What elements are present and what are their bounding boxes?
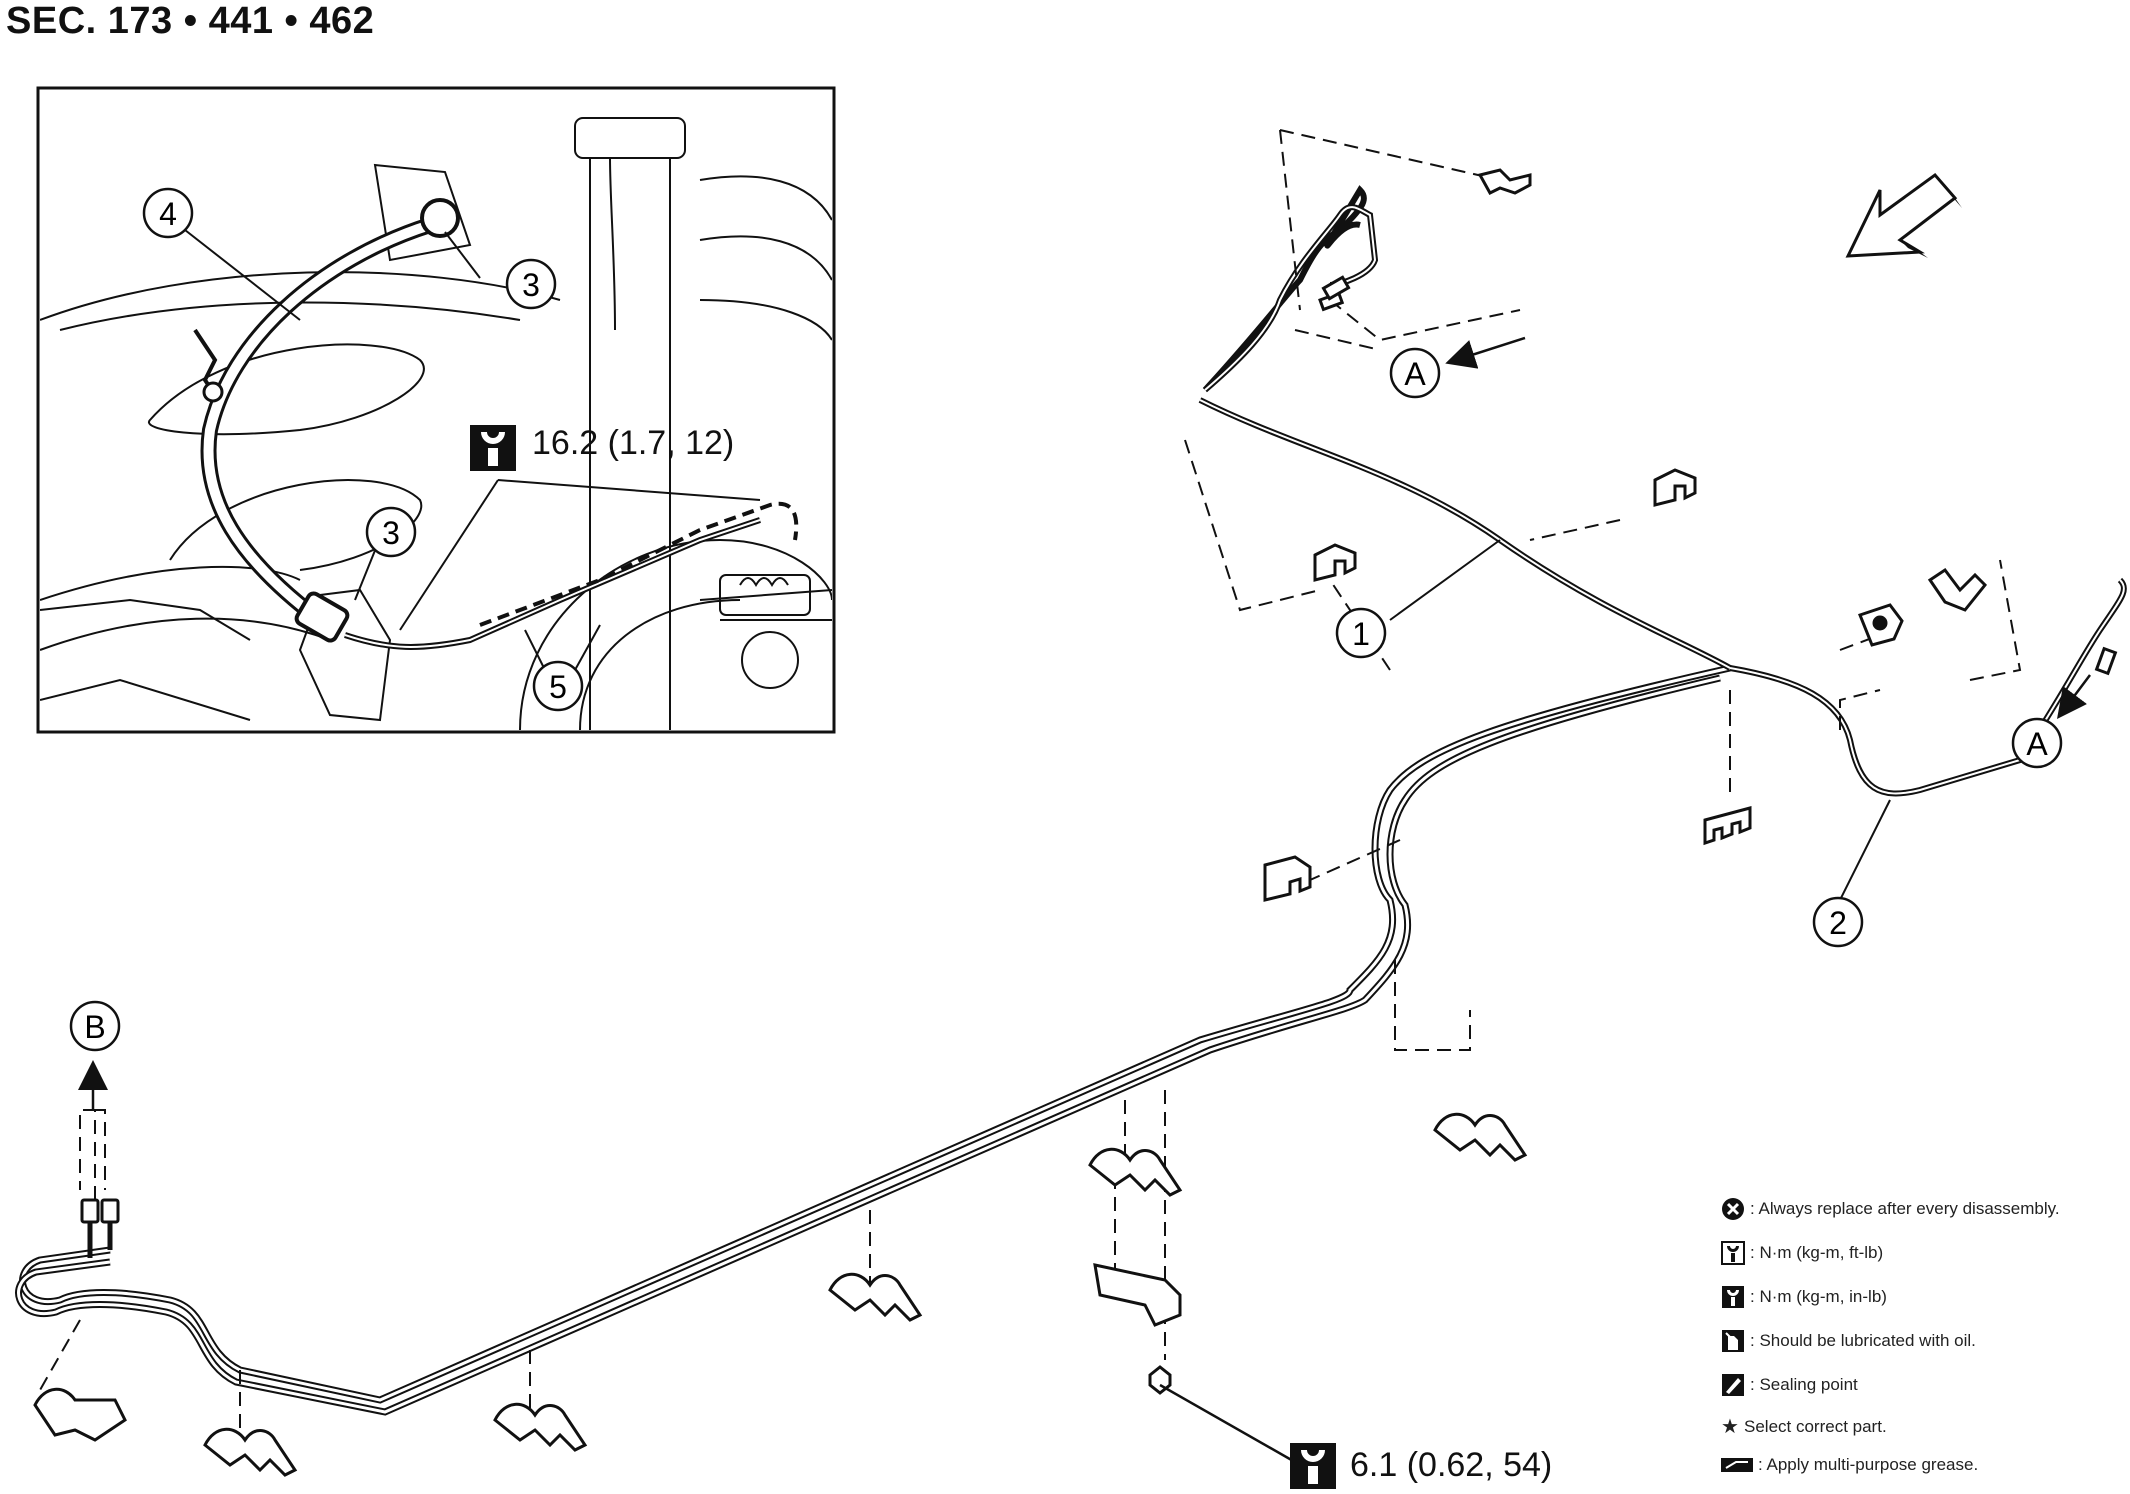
callout-A-right: A bbox=[2011, 717, 2063, 769]
svg-text:3: 3 bbox=[522, 267, 540, 303]
inset-detail bbox=[36, 86, 836, 734]
torque-icon-inset bbox=[470, 425, 516, 471]
svg-text:5: 5 bbox=[549, 669, 567, 705]
legend-row-torque-inlb: : N·m (kg-m, in-lb) bbox=[1720, 1284, 1887, 1310]
legend-text-grease: : Apply multi-purpose grease. bbox=[1758, 1455, 1979, 1474]
callout-3-upper: 3 bbox=[505, 258, 557, 310]
callout-4: 4 bbox=[142, 187, 194, 239]
clip-left-end bbox=[33, 1387, 127, 1442]
legend-row-torque-ftlb: : N·m (kg-m, ft-lb) bbox=[1720, 1240, 1883, 1266]
torque-value-bottom: 6.1 (0.62, 54) bbox=[1350, 1446, 1553, 1484]
svg-text:3: 3 bbox=[382, 515, 400, 551]
clip-quad-1 bbox=[1433, 1112, 1528, 1162]
svg-text:2: 2 bbox=[1829, 905, 1847, 941]
clip-quad-5 bbox=[203, 1427, 298, 1477]
sealing-point-icon bbox=[1722, 1374, 1744, 1396]
clips bbox=[33, 168, 1988, 1477]
grease-icon bbox=[1721, 1458, 1753, 1472]
legend-row-always-replace: : Always replace after every disassembly… bbox=[1720, 1196, 2060, 1222]
always-replace-icon bbox=[1722, 1198, 1744, 1220]
legend-text-torque-inlb: : N·m (kg-m, in-lb) bbox=[1750, 1287, 1887, 1306]
clip-quad-4 bbox=[493, 1402, 588, 1452]
legend-row-sealing: : Sealing point bbox=[1720, 1372, 1858, 1398]
legend-text-select-part: Select correct part. bbox=[1744, 1417, 1887, 1436]
tube-fittings-b bbox=[80, 1198, 120, 1224]
bracket-plate bbox=[1093, 1263, 1182, 1327]
legend-text-torque-ftlb: : N·m (kg-m, ft-lb) bbox=[1750, 1243, 1884, 1262]
callout-1: 1 bbox=[1335, 539, 1501, 659]
direction-arrows bbox=[78, 336, 2091, 1464]
svg-text:A: A bbox=[2026, 726, 2048, 762]
callout-5: 5 bbox=[532, 660, 584, 712]
legend-row-select-part: ★ Select correct part. bbox=[1720, 1414, 1887, 1440]
callout-3-lower: 3 bbox=[365, 506, 417, 558]
clip-bracket-4 bbox=[1927, 567, 1988, 612]
torque-inlb-icon bbox=[1722, 1286, 1744, 1308]
clip-double bbox=[1263, 855, 1312, 902]
torque-ftlb-icon bbox=[1721, 1241, 1745, 1265]
svg-text:4: 4 bbox=[159, 196, 177, 232]
legend-text-always-replace: : Always replace after every disassembly… bbox=[1750, 1199, 2060, 1218]
svg-text:1: 1 bbox=[1352, 616, 1370, 652]
flare-nuts bbox=[1321, 275, 2118, 676]
clip-quad-2 bbox=[1088, 1147, 1183, 1197]
clip-bracket-3 bbox=[1858, 603, 1904, 647]
star-icon: ★ bbox=[1721, 1416, 1739, 1438]
torque-icon-bottom bbox=[1290, 1443, 1336, 1489]
oil-lubricate-icon bbox=[1722, 1330, 1744, 1352]
clip-top bbox=[1477, 168, 1532, 195]
svg-text:B: B bbox=[84, 1009, 105, 1045]
legend-text-oil: : Should be lubricated with oil. bbox=[1750, 1331, 1976, 1350]
callout-A-upper: A bbox=[1389, 347, 1441, 399]
callout-B: B bbox=[69, 1000, 121, 1052]
clip-triple-1 bbox=[1703, 806, 1752, 846]
legend-row-grease: : Apply multi-purpose grease. bbox=[1720, 1452, 1978, 1478]
clip-leaders bbox=[39, 129, 2022, 1440]
torque-value-inset: 16.2 (1.7, 12) bbox=[532, 424, 735, 462]
legend-row-oil: : Should be lubricated with oil. bbox=[1720, 1328, 1976, 1354]
callout-2: 2 bbox=[1812, 799, 1891, 948]
svg-text:A: A bbox=[1404, 356, 1426, 392]
clip-u-1 bbox=[1313, 543, 1357, 582]
legend-text-sealing: : Sealing point bbox=[1750, 1375, 1858, 1394]
front-direction-arrow bbox=[1845, 172, 1962, 258]
clip-u-2 bbox=[1653, 468, 1697, 507]
clip-quad-3 bbox=[828, 1272, 923, 1322]
section-title: SEC. 173 • 441 • 462 bbox=[6, 0, 375, 42]
